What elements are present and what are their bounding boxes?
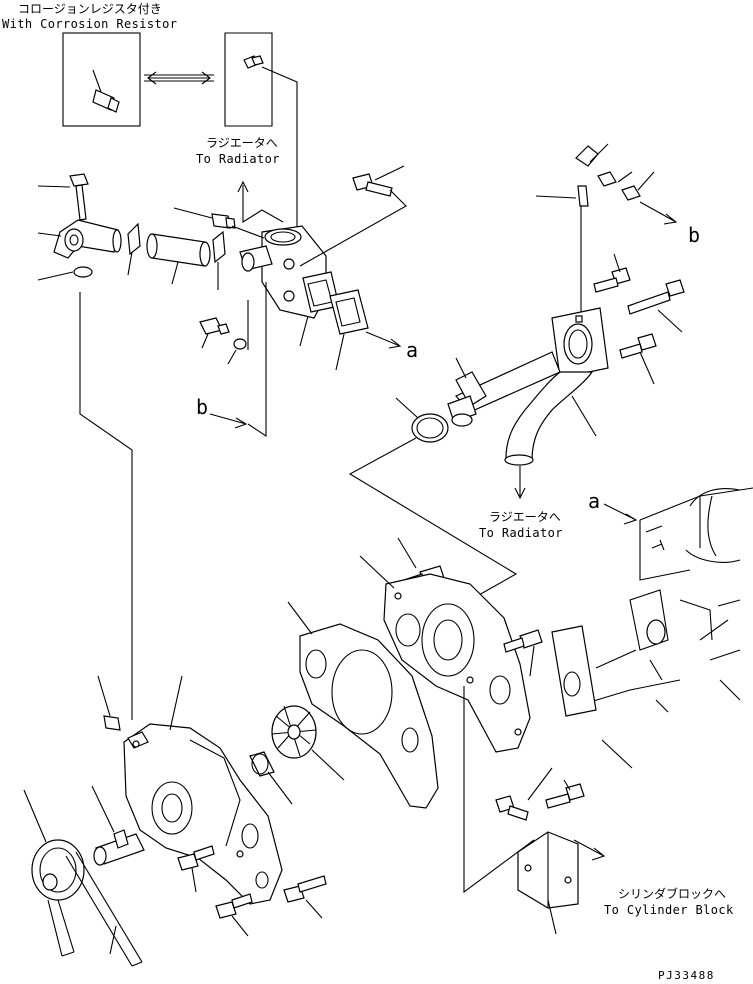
corrosion-resistor-callout: コロージョンレジスタ付き With Corrosion Resistor (2, 2, 298, 230)
pump-gasket (299, 623, 439, 809)
to-radiator-upper: ラジエータへ To Radiator (196, 136, 284, 223)
interchange-arrow (147, 71, 211, 85)
block-edge (639, 487, 753, 581)
ref-a-upper: a (406, 338, 418, 362)
ref-b-left: b (196, 395, 208, 419)
block-port (629, 589, 669, 651)
to-cylinder-en: To Cylinder Block (604, 903, 734, 917)
hose-clamp-2 (212, 230, 226, 264)
leader-cover-bracket (463, 686, 535, 894)
interchange-arrow-shaft (144, 74, 214, 82)
arrow-to-b-right (639, 201, 678, 225)
hose-clamp-1 (127, 222, 141, 256)
to-radiator-jp-upper: ラジエータへ (206, 136, 278, 150)
block-gasket (551, 625, 597, 717)
water-outlet-pipe (455, 307, 609, 466)
plug-pump (103, 715, 121, 731)
to-radiator-jp-lower: ラジエータへ (489, 510, 561, 524)
bypass-hose (146, 233, 211, 267)
ref-b-right: b (688, 223, 700, 247)
corrosion-resistor-fitting (92, 69, 120, 113)
ref-a-right: a (588, 489, 600, 513)
washer-small (233, 338, 247, 350)
drawing-number: PJ33488 (658, 969, 715, 982)
block-bolt-holes (645, 525, 665, 551)
pump-bolts (177, 845, 327, 919)
block-bore (685, 488, 741, 563)
housing-gasket (329, 289, 369, 335)
block-ribs (649, 599, 741, 713)
radiator-leader (242, 209, 284, 223)
pump-seal (249, 751, 275, 777)
plug-fitting (243, 55, 264, 69)
leader-o-ring-pump (79, 292, 133, 720)
arrow-down-icon (514, 466, 526, 500)
arrow-to-cylinder (573, 839, 606, 861)
thermostat-seal (411, 413, 449, 443)
bolt-top-left (69, 173, 89, 221)
to-radiator-en-upper: To Radiator (196, 152, 280, 166)
outlet-bolts (593, 267, 685, 359)
tee-elbow (53, 219, 122, 259)
plug-nut (199, 317, 230, 335)
pulley (31, 839, 85, 901)
cover-bolt-right (503, 629, 543, 653)
support-bracket (517, 831, 579, 909)
thermostat-housing (239, 225, 340, 319)
o-ring-small (73, 266, 93, 278)
water-pump-body (123, 723, 283, 905)
option-box-right (224, 32, 273, 127)
v-belt (47, 851, 143, 967)
leader-b-left (247, 282, 267, 438)
bracket-bolts (495, 783, 585, 821)
thermostat (447, 371, 487, 427)
corrosion-callout-en: With Corrosion Resistor (2, 17, 177, 31)
arrow-to-b-left (209, 413, 248, 429)
bolt-housing (352, 173, 393, 197)
block-lower-edge (589, 679, 681, 769)
arrow-to-a-upper (365, 331, 402, 349)
leader-plug (261, 66, 298, 230)
option-box-left (62, 32, 141, 127)
to-cylinder-jp: シリンダブロックへ (618, 886, 726, 901)
impeller (271, 705, 317, 759)
pump-shaft (93, 829, 145, 866)
water-pump-cover (383, 573, 531, 753)
to-radiator-en-lower: To Radiator (479, 526, 563, 540)
leader-seal-cover (348, 437, 518, 601)
sensor-fitting (211, 213, 236, 229)
bypass-hose-assembly (37, 173, 226, 290)
leader-bolt-housing (299, 189, 407, 267)
sensor-bracket (575, 145, 641, 316)
cylinder-block-fragment: a (588, 487, 753, 769)
arrow-up-icon (237, 180, 249, 210)
arrow-to-a-right (603, 503, 638, 525)
corrosion-callout-jp: コロージョンレジスタ付き (18, 2, 162, 16)
